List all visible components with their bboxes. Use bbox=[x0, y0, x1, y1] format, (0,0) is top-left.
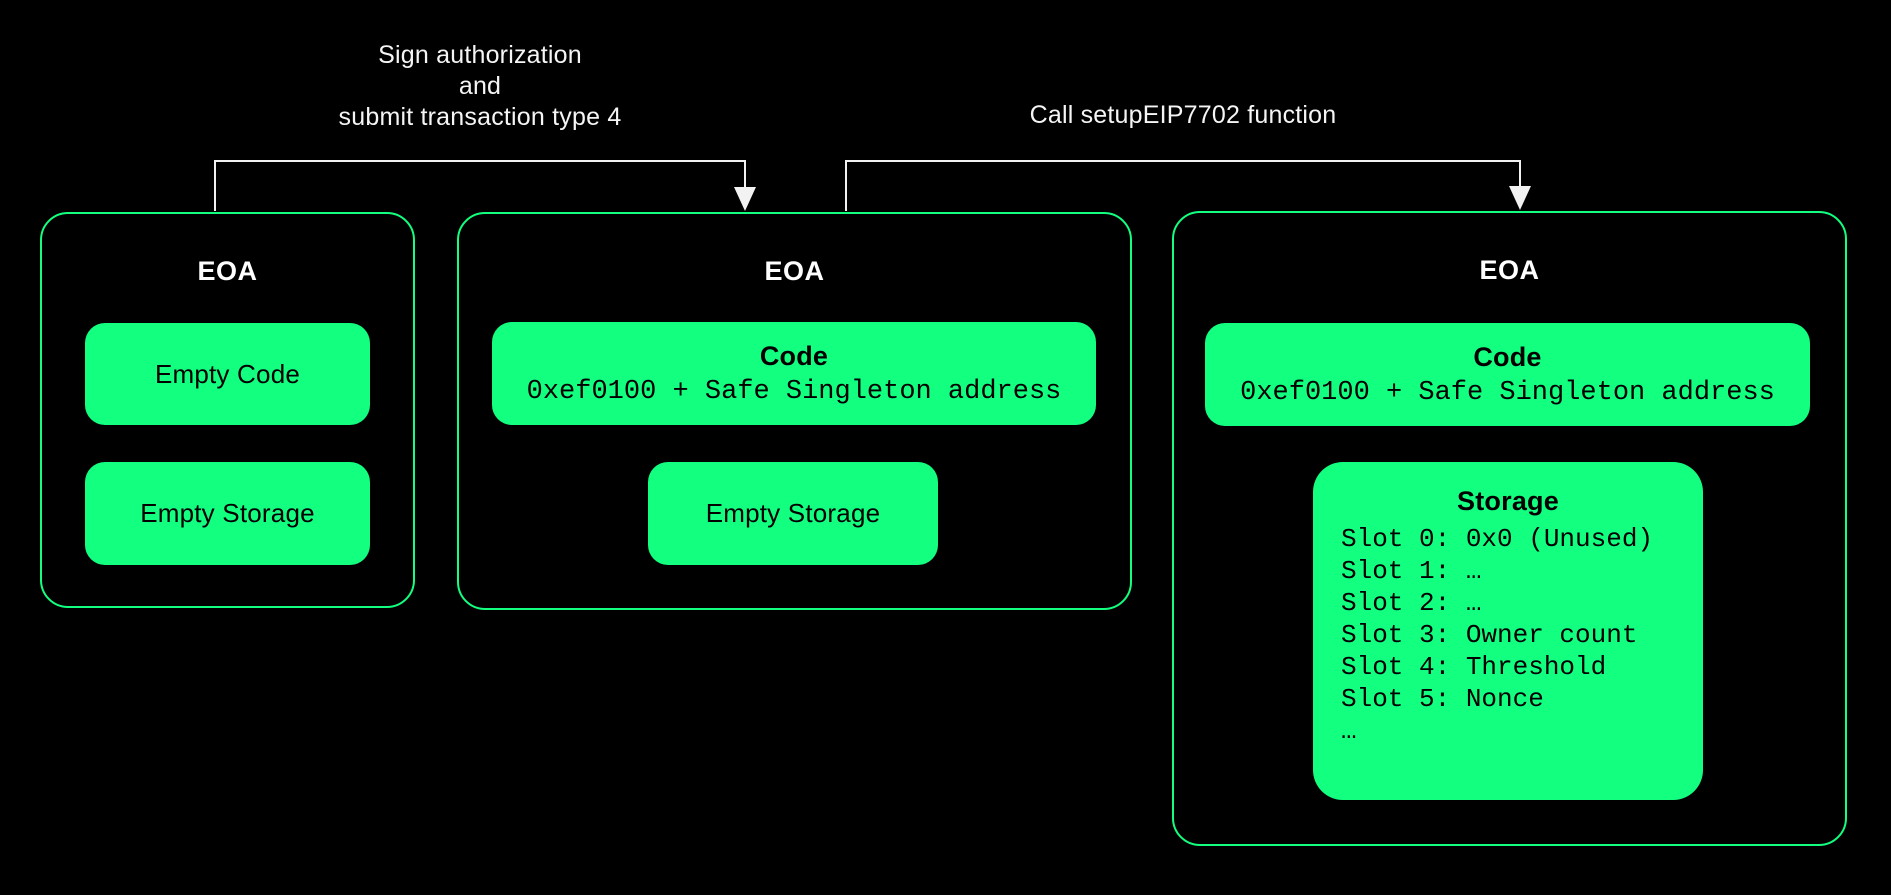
empty-storage-chip: Empty Storage bbox=[85, 462, 370, 565]
chip-title: Code bbox=[1473, 341, 1542, 372]
label-line: submit transaction type 4 bbox=[338, 103, 622, 131]
eoa-box-delegated: EOA Code 0xef0100 + Safe Singleton addre… bbox=[457, 212, 1132, 610]
label-line: and bbox=[458, 72, 502, 100]
eoa-box-initialized: EOA Code 0xef0100 + Safe Singleton addre… bbox=[1172, 211, 1847, 846]
eoa-title: EOA bbox=[197, 256, 258, 286]
arrow-label-call-setup: Call setupEIP7702 function bbox=[933, 100, 1433, 131]
storage-slot: Slot 0: 0x0 (Unused) bbox=[1341, 524, 1654, 554]
code-chip: Code 0xef0100 + Safe Singleton address bbox=[492, 322, 1096, 425]
storage-slot: Slot 3: Owner count bbox=[1341, 620, 1638, 650]
chip-title: Empty Storage bbox=[140, 498, 315, 528]
empty-storage-chip: Empty Storage bbox=[648, 462, 938, 565]
chip-title: Empty Code bbox=[154, 358, 301, 389]
code-value: 0xef0100 + Safe Singleton address bbox=[1240, 377, 1775, 408]
storage-slot: Slot 2: … bbox=[1341, 588, 1482, 618]
storage-slot: Slot 5: Nonce bbox=[1341, 684, 1544, 714]
empty-code-chip: Empty Code bbox=[85, 323, 370, 425]
storage-slot: Slot 4: Threshold bbox=[1341, 652, 1607, 682]
arrowhead-down-icon bbox=[1509, 186, 1531, 210]
storage-slot-list: Slot 0: 0x0 (Unused) Slot 1: … Slot 2: …… bbox=[1313, 523, 1703, 747]
eoa-title: EOA bbox=[764, 256, 825, 286]
arrow-call-setup bbox=[845, 160, 1531, 211]
chip-title: Storage bbox=[1457, 486, 1559, 516]
chip-title: Code bbox=[759, 340, 829, 371]
storage-chip: Storage Slot 0: 0x0 (Unused) Slot 1: … S… bbox=[1313, 462, 1703, 800]
label-line: Call setupEIP7702 function bbox=[1029, 101, 1337, 129]
storage-slot: … bbox=[1341, 716, 1357, 746]
arrowhead-down-icon bbox=[734, 187, 756, 211]
eoa-box-initial: EOA Empty Code Empty Storage bbox=[40, 212, 415, 608]
storage-slot: Slot 1: … bbox=[1341, 556, 1482, 586]
code-chip: Code 0xef0100 + Safe Singleton address bbox=[1205, 323, 1810, 426]
eoa-title: EOA bbox=[1479, 255, 1540, 285]
arrow-sign-authorization bbox=[214, 160, 756, 211]
chip-title: Empty Storage bbox=[705, 498, 881, 528]
code-value: 0xef0100 + Safe Singleton address bbox=[526, 376, 1062, 407]
arrow-label-sign-authorization: Sign authorization and submit transactio… bbox=[230, 40, 730, 133]
label-line: Sign authorization bbox=[378, 41, 582, 69]
